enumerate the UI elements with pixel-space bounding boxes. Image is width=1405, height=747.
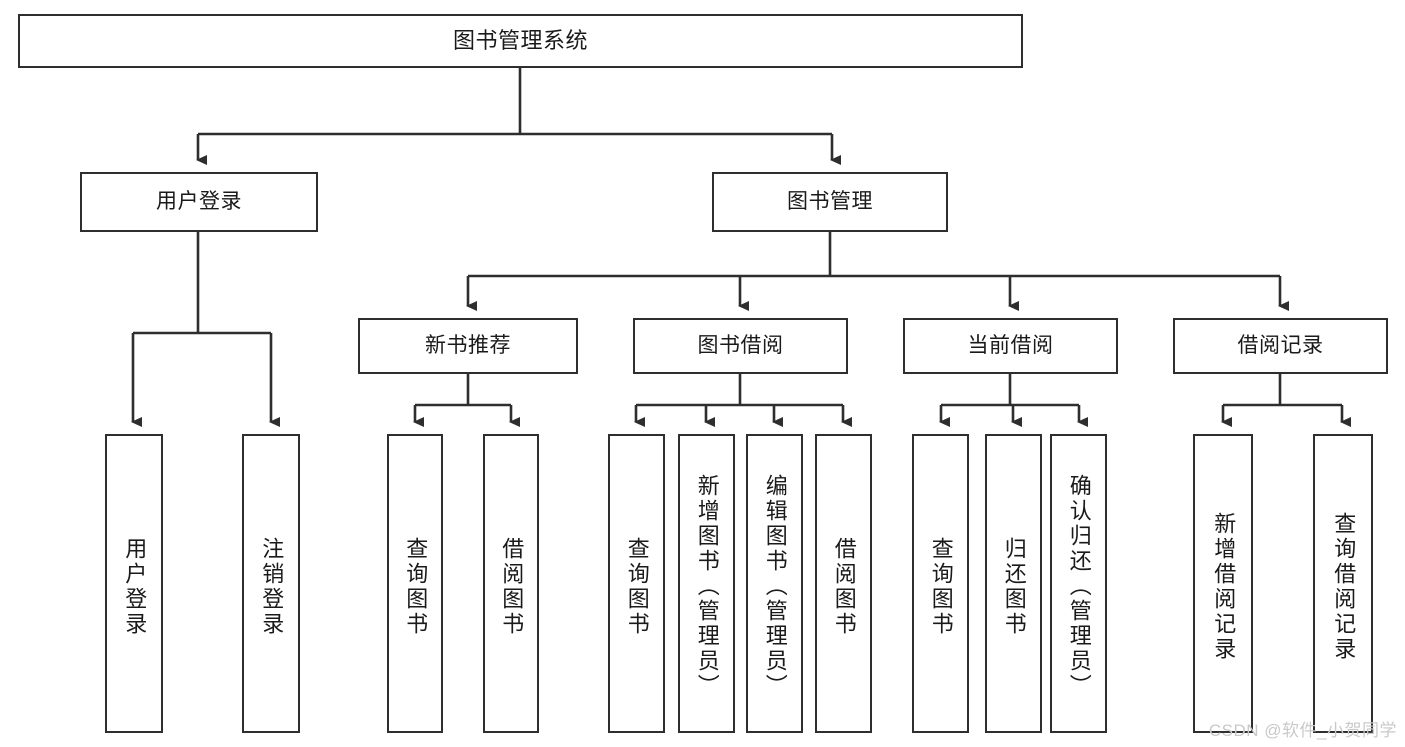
leaf-current-borrow-confirm-return-admin[interactable]: 确认归还（管理员） (1050, 434, 1107, 733)
node-label: 当前借阅 (967, 333, 1054, 357)
node-book-borrow[interactable]: 图书借阅 (633, 318, 848, 374)
leaf-user-login-logout[interactable]: 注销登录 (242, 434, 300, 733)
node-label: 新增借阅记录 (1211, 511, 1237, 662)
leaf-current-borrow-return-book[interactable]: 归还图书 (985, 434, 1042, 733)
node-new-book-recommend[interactable]: 新书推荐 (358, 318, 578, 374)
leaf-current-borrow-query-book[interactable]: 查询图书 (912, 434, 969, 733)
node-label: 查询图书 (928, 536, 954, 637)
leaf-book-borrow-query-book[interactable]: 查询图书 (608, 434, 665, 733)
node-root-book-management-system[interactable]: 图书管理系统 (18, 14, 1023, 68)
node-label: 用户登录 (122, 536, 148, 637)
node-label: 新增图书（管理员） (694, 474, 720, 699)
node-label: 查询图书 (624, 536, 650, 637)
node-label: 编辑图书（管理员） (762, 474, 788, 699)
node-label: 归还图书 (1001, 536, 1027, 637)
node-label: 借阅图书 (831, 536, 857, 637)
node-current-borrow[interactable]: 当前借阅 (903, 318, 1118, 374)
leaf-new-book-borrow-book[interactable]: 借阅图书 (483, 434, 539, 733)
node-label: 查询借阅记录 (1331, 511, 1357, 662)
node-label: 借阅记录 (1237, 333, 1324, 357)
node-label: 用户登录 (156, 189, 242, 213)
node-label: 注销登录 (259, 536, 285, 637)
leaf-book-borrow-add-book-admin[interactable]: 新增图书（管理员） (678, 434, 735, 733)
watermark-text: CSDN @软件_小贺同学 (1208, 721, 1397, 740)
node-label: 确认归还（管理员） (1066, 474, 1092, 699)
node-borrow-record[interactable]: 借阅记录 (1173, 318, 1388, 374)
leaf-borrow-record-add-record[interactable]: 新增借阅记录 (1193, 434, 1253, 733)
node-label: 新书推荐 (425, 333, 511, 357)
leaf-new-book-query-book[interactable]: 查询图书 (387, 434, 443, 733)
leaf-user-login-login[interactable]: 用户登录 (105, 434, 163, 733)
node-user-login[interactable]: 用户登录 (80, 172, 318, 232)
node-label: 查询图书 (403, 536, 429, 637)
leaf-borrow-record-query-record[interactable]: 查询借阅记录 (1313, 434, 1373, 733)
node-label: 借阅图书 (499, 536, 525, 637)
node-book-management[interactable]: 图书管理 (712, 172, 948, 232)
leaf-book-borrow-edit-book-admin[interactable]: 编辑图书（管理员） (746, 434, 803, 733)
node-label: 图书管理系统 (452, 28, 588, 54)
node-label: 图书管理 (787, 189, 873, 213)
leaf-book-borrow-borrow-book[interactable]: 借阅图书 (815, 434, 872, 733)
node-label: 图书借阅 (697, 333, 784, 357)
